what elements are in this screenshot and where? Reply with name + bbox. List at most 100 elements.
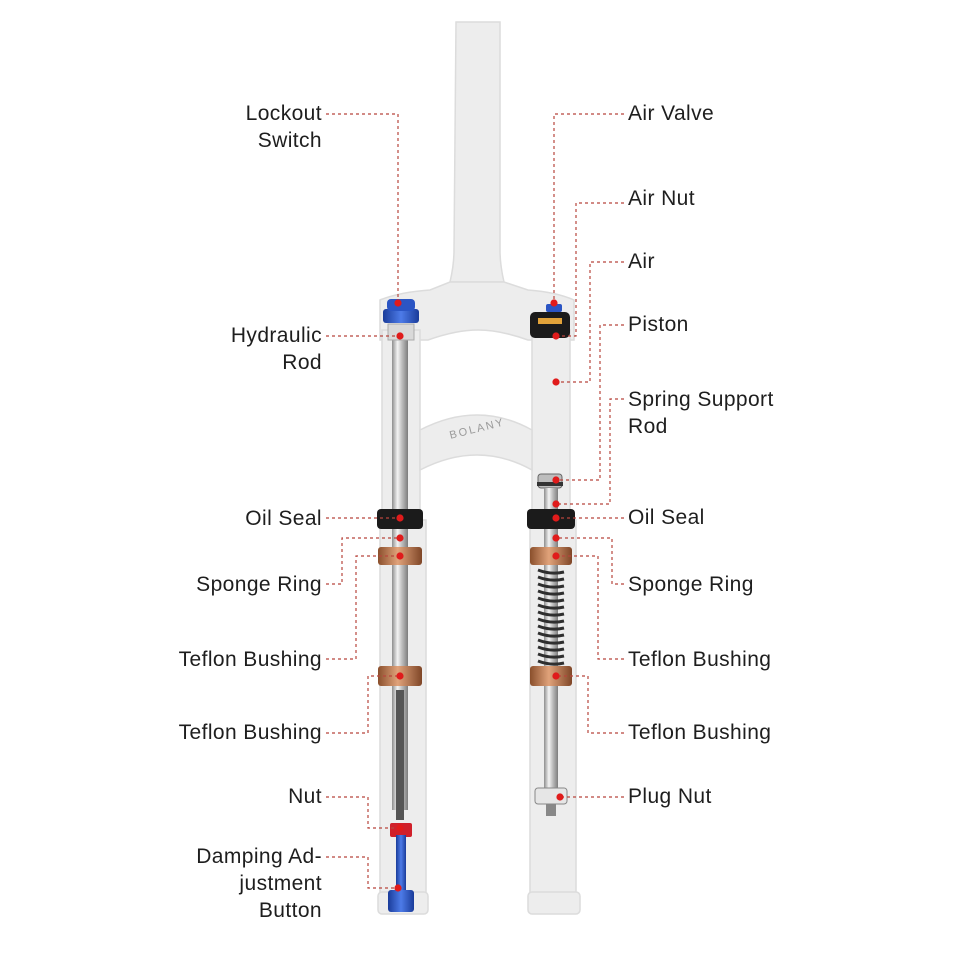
- label-air: Air: [628, 248, 655, 275]
- air-nut-part: [530, 312, 570, 338]
- spring-turn: [537, 659, 565, 666]
- label-oil-seal-r: Oil Seal: [628, 504, 705, 531]
- leader-teflon2-l: [326, 675, 400, 734]
- label-line: Button: [258, 899, 322, 922]
- label-line: Damping Ad-: [196, 845, 322, 868]
- damping-knob-shaft: [396, 835, 406, 895]
- spring-turn: [537, 652, 565, 659]
- leader-lockout: [326, 113, 399, 303]
- label-teflon2-l: Teflon Bushing: [179, 719, 322, 746]
- label-line: Plug Nut: [628, 785, 712, 808]
- label-line: Piston: [628, 313, 689, 336]
- label-line: Air: [628, 250, 655, 273]
- spring-turn: [537, 575, 565, 582]
- right-dropout: [527, 891, 581, 915]
- label-line: Switch: [257, 129, 322, 152]
- spring-turn: [537, 582, 565, 589]
- label-air-nut: Air Nut: [628, 185, 695, 212]
- label-sponge-ring-r: Sponge Ring: [628, 571, 754, 598]
- teflon-bushing-right-lower-part: [530, 666, 572, 686]
- coil-spring: [537, 568, 565, 666]
- label-line: Teflon Bushing: [628, 721, 772, 744]
- fork-body: [377, 21, 581, 915]
- label-line: Teflon Bushing: [178, 648, 322, 671]
- dot-nut: [396, 824, 404, 832]
- leader-teflon1-r: [556, 555, 624, 660]
- dot-plug-nut: [556, 793, 564, 801]
- leader-lines: [326, 113, 624, 889]
- label-teflon2-r: Teflon Bushing: [628, 719, 771, 746]
- spring-turn: [537, 617, 565, 624]
- label-line: Rod: [628, 415, 668, 438]
- label-nut: Nut: [288, 783, 322, 810]
- dot-teflon2-l: [396, 672, 404, 680]
- label-line: Air Valve: [628, 102, 715, 125]
- label-line: Air Nut: [628, 187, 695, 210]
- label-air-valve: Air Valve: [628, 100, 714, 127]
- leader-air-valve: [553, 113, 624, 303]
- dot-teflon1-l: [396, 552, 404, 560]
- leader-sponge-ring-l: [326, 537, 400, 585]
- dot-piston: [552, 476, 560, 484]
- label-line: Oil Seal: [628, 506, 705, 529]
- leader-teflon2-r: [556, 675, 624, 734]
- label-line: Teflon Bushing: [628, 648, 772, 671]
- dot-teflon1-r: [552, 552, 560, 560]
- label-sponge-ring-l: Sponge Ring: [196, 571, 322, 598]
- leader-air-nut: [556, 202, 624, 337]
- label-oil-seal-l: Oil Seal: [245, 505, 322, 532]
- spring-turn: [537, 589, 565, 596]
- lockout-switch-part: [383, 309, 419, 323]
- spring-turn: [537, 631, 565, 638]
- leader-damping: [326, 856, 398, 889]
- dot-air: [552, 378, 560, 386]
- label-plug-nut: Plug Nut: [628, 783, 712, 810]
- label-line: Nut: [288, 785, 322, 808]
- leader-air: [556, 261, 624, 383]
- label-line: Teflon Bushing: [178, 721, 322, 744]
- label-line: Sponge Ring: [196, 573, 322, 596]
- dot-damping: [394, 884, 402, 892]
- leader-sponge-ring-r: [556, 537, 624, 585]
- dot-oil-seal-r: [552, 514, 560, 522]
- spring-turn: [537, 638, 565, 645]
- label-line: Spring Support: [628, 388, 774, 411]
- label-line: Rod: [282, 351, 322, 374]
- dot-teflon2-r: [552, 672, 560, 680]
- crown: [379, 281, 575, 341]
- label-line: Lockout: [245, 102, 322, 125]
- dot-sponge-ring-r: [552, 534, 560, 542]
- dot-sponge-ring-l: [396, 534, 404, 542]
- spring-turn: [537, 568, 565, 575]
- spring-turn: [537, 596, 565, 603]
- label-teflon1-l: Teflon Bushing: [179, 646, 322, 673]
- spring-turn: [537, 610, 565, 617]
- dot-air-nut: [552, 332, 560, 340]
- left-damper: [377, 299, 423, 912]
- leader-spring-support: [556, 398, 624, 505]
- spring-turn: [537, 603, 565, 610]
- hydraulic-rod-lower: [396, 690, 404, 820]
- steerer-tube: [449, 21, 505, 283]
- dot-oil-seal-l: [396, 514, 404, 522]
- dot-lockout: [394, 299, 402, 307]
- oil-seal-right-part: [527, 509, 575, 529]
- callout-dots: [394, 299, 564, 892]
- label-line: justment: [239, 872, 322, 895]
- fork-brace: [419, 414, 533, 472]
- label-teflon1-r: Teflon Bushing: [628, 646, 771, 673]
- label-piston: Piston: [628, 311, 689, 338]
- label-line: Sponge Ring: [628, 573, 754, 596]
- leader-piston: [556, 324, 624, 481]
- right-air-spring: [527, 304, 575, 816]
- dot-hydraulic-rod: [396, 332, 404, 340]
- damping-knob: [388, 890, 414, 912]
- dot-spring-support: [552, 500, 560, 508]
- leader-teflon1-l: [326, 555, 400, 660]
